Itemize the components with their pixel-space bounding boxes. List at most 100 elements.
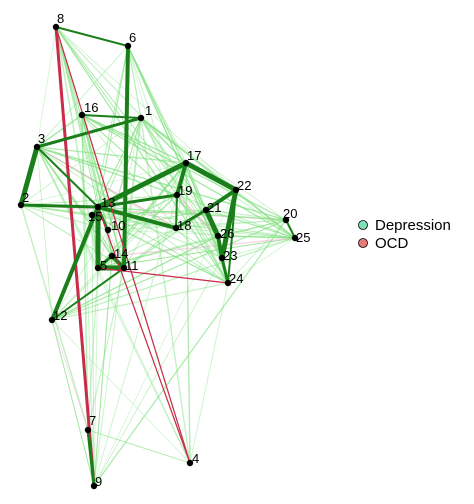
edge-19-23 <box>176 194 223 259</box>
edge-20-21 <box>205 209 287 221</box>
edge-12-25 <box>51 237 296 321</box>
strong-edge-2-13 <box>19 203 100 209</box>
edge-1-21 <box>140 117 207 211</box>
edge-19-25 <box>176 194 296 239</box>
edge-4-5 <box>97 267 191 464</box>
edge-3-19 <box>36 146 178 196</box>
node-13: 13 <box>94 195 115 211</box>
strong-edge-8-6 <box>55 26 129 47</box>
edge-13-23 <box>97 206 223 259</box>
edge-1-17 <box>140 117 187 164</box>
strong-edge-12-11 <box>51 267 125 321</box>
node-11-dot <box>120 264 128 272</box>
node-12-dot <box>48 316 56 324</box>
edge-3-12 <box>36 146 53 321</box>
legend-depression-label: Depression <box>375 217 451 234</box>
edge-13-25 <box>97 206 296 239</box>
edge-13-24 <box>97 206 229 284</box>
node-14-label: 14 <box>114 246 128 261</box>
node-24: 24 <box>224 271 243 287</box>
node-4-dot <box>186 459 194 467</box>
node-5: 5 <box>94 258 107 273</box>
strong-edge-18-21 <box>174 208 208 230</box>
negative-edge-8-4 <box>55 26 191 464</box>
node-18-dot <box>172 224 180 232</box>
edge-1-6 <box>127 45 142 119</box>
node-17: 17 <box>182 148 201 167</box>
strong-edge-13-12 <box>50 205 100 322</box>
strong-edge-26-23 <box>216 234 224 260</box>
negative-edge-5-24 <box>97 267 229 284</box>
node-22-label: 22 <box>237 178 251 193</box>
node-25: 25 <box>291 230 310 245</box>
edge-16-17 <box>81 114 187 164</box>
node-1-label: 1 <box>145 103 152 118</box>
edge-15-24 <box>91 214 229 284</box>
edge-8-17 <box>55 26 187 164</box>
node-1: 1 <box>137 103 152 122</box>
strong-edge-23-24 <box>220 256 230 285</box>
node-16-dot <box>78 111 86 119</box>
edge-4-24 <box>189 282 229 464</box>
edge-21-25 <box>205 209 296 239</box>
node-16-label: 16 <box>84 100 98 115</box>
edge-17-24 <box>185 162 229 284</box>
edge-11-16 <box>81 114 125 269</box>
edge-8-13 <box>55 26 99 208</box>
edge-3-6 <box>36 45 129 148</box>
node-26-dot <box>214 232 222 240</box>
node-21: 21 <box>202 200 221 215</box>
strong-edge-7-9 <box>86 428 96 488</box>
edge-7-12 <box>51 319 89 431</box>
strong-edge-26-21 <box>203 207 221 239</box>
node-21-label: 21 <box>207 200 221 215</box>
strong-edge-8-9 <box>54 25 96 488</box>
strong-edge-18-13 <box>96 205 178 230</box>
node-11: 11 <box>120 258 139 273</box>
edge-9-14 <box>93 255 113 487</box>
node-16: 16 <box>78 100 98 119</box>
node-8-dot <box>52 23 60 31</box>
edge-1-20 <box>140 117 287 221</box>
negative-edge-13-4 <box>97 206 191 464</box>
node-8-label: 8 <box>57 11 64 26</box>
node-5-dot <box>94 264 102 272</box>
edge-11-18 <box>123 227 177 269</box>
edge-14-15 <box>91 214 113 257</box>
node-7-dot <box>84 426 92 434</box>
legend-item-depression: Depression <box>358 217 451 234</box>
node-22: 22 <box>232 178 251 194</box>
node-15-dot <box>88 211 96 219</box>
edge-8-22 <box>55 26 237 191</box>
node-20-dot <box>282 216 290 224</box>
edge-22-25 <box>235 189 296 239</box>
node-26-label: 26 <box>220 226 234 241</box>
node-4-label: 4 <box>192 451 199 466</box>
node-18-label: 18 <box>177 218 191 233</box>
edge-10-11 <box>107 229 125 269</box>
node-10-label: 10 <box>111 218 125 233</box>
node-3: 3 <box>33 131 45 151</box>
node-22-dot <box>232 186 240 194</box>
strong-edge-20-25 <box>285 219 296 239</box>
node-10: 10 <box>104 218 125 234</box>
node-23: 23 <box>218 248 237 263</box>
node-14: 14 <box>108 246 128 261</box>
legend-depression-swatch <box>358 220 368 230</box>
node-15-label: 15 <box>88 209 102 224</box>
edge-15-21 <box>91 209 207 216</box>
edge-16-25 <box>81 114 296 239</box>
node-26: 26 <box>214 226 234 241</box>
node-23-label: 23 <box>223 248 237 263</box>
node-6-label: 6 <box>129 30 136 45</box>
node-8: 8 <box>52 11 64 31</box>
legend-ocd-swatch <box>358 238 368 248</box>
nodes: 1234567891011121314151617181920212223242… <box>17 11 310 490</box>
edge-4-12 <box>51 319 191 464</box>
node-24-dot <box>224 279 232 287</box>
edge-16-18 <box>81 114 177 229</box>
edge-9-23 <box>93 257 223 487</box>
node-12: 12 <box>48 308 67 324</box>
edge-7-11 <box>87 267 125 431</box>
node-24-label: 24 <box>229 271 243 286</box>
